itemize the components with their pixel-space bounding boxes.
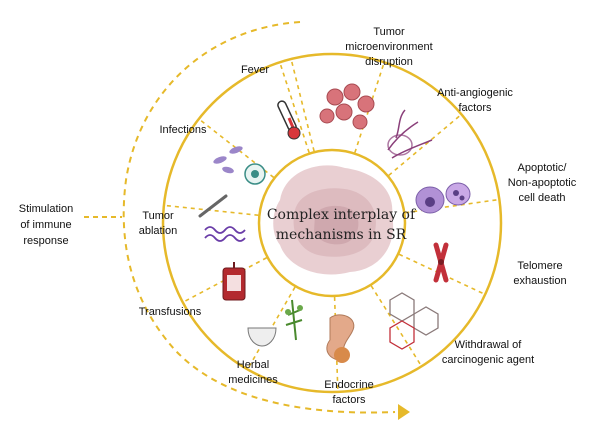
label-apoptotic: cell death: [518, 192, 565, 204]
label-carcinogen: carcinogenic agent: [442, 354, 534, 366]
molecule-icon: [389, 292, 439, 350]
label-telomere: exhaustion: [513, 275, 566, 287]
label-fever: Fever: [241, 64, 269, 76]
immune-line2: of immune: [20, 219, 71, 231]
label-transfusions: Transfusions: [139, 306, 202, 318]
label-angio: factors: [458, 102, 492, 114]
label-apoptotic: Apoptotic/: [518, 162, 568, 174]
immune-line1: Stimulation: [19, 203, 73, 215]
tumor-cells-icon: [319, 83, 375, 130]
dying-cells-icon: [415, 182, 471, 214]
label-tme: disruption: [365, 56, 413, 68]
chromosome-icon: [433, 242, 449, 283]
gland-icon: [326, 314, 355, 363]
label-infections: Infections: [159, 124, 207, 136]
immune-response-label: Stimulation of immune response: [19, 203, 73, 247]
label-apoptotic: Non-apoptotic: [508, 177, 577, 189]
immune-response-arrow: [84, 21, 410, 420]
label-telomere: Telomere: [517, 260, 562, 272]
label-angio: Anti-angiogenic: [437, 87, 513, 99]
immune-line3: response: [23, 235, 68, 247]
blood-vessels-icon: [387, 109, 433, 159]
mortar-herb-icon: [247, 299, 303, 347]
label-carcinogen: Withdrawal of: [455, 339, 523, 351]
label-tme: microenvironment: [345, 41, 432, 53]
arrow-head-icon: [398, 404, 410, 420]
mechanism-labels: FeverTumormicroenvironmentdisruptionAnti…: [139, 26, 577, 406]
ablation-needle-icon: [198, 194, 246, 242]
label-tme: Tumor: [373, 26, 405, 38]
label-ablation: ablation: [139, 225, 178, 237]
center-title-line1: Complex interplay of: [267, 207, 417, 223]
microbes-icon: [213, 146, 266, 185]
thermometer-icon: [277, 100, 301, 140]
label-ablation: Tumor: [142, 210, 174, 222]
label-endocrine: Endocrine: [324, 379, 374, 391]
center-title-line2: mechanisms in SR: [276, 227, 407, 243]
label-herbal: medicines: [228, 374, 278, 386]
label-endocrine: factors: [332, 394, 366, 406]
center-tumor: [273, 165, 394, 275]
blood-bag-icon: [222, 262, 246, 301]
label-herbal: Herbal: [237, 359, 269, 371]
